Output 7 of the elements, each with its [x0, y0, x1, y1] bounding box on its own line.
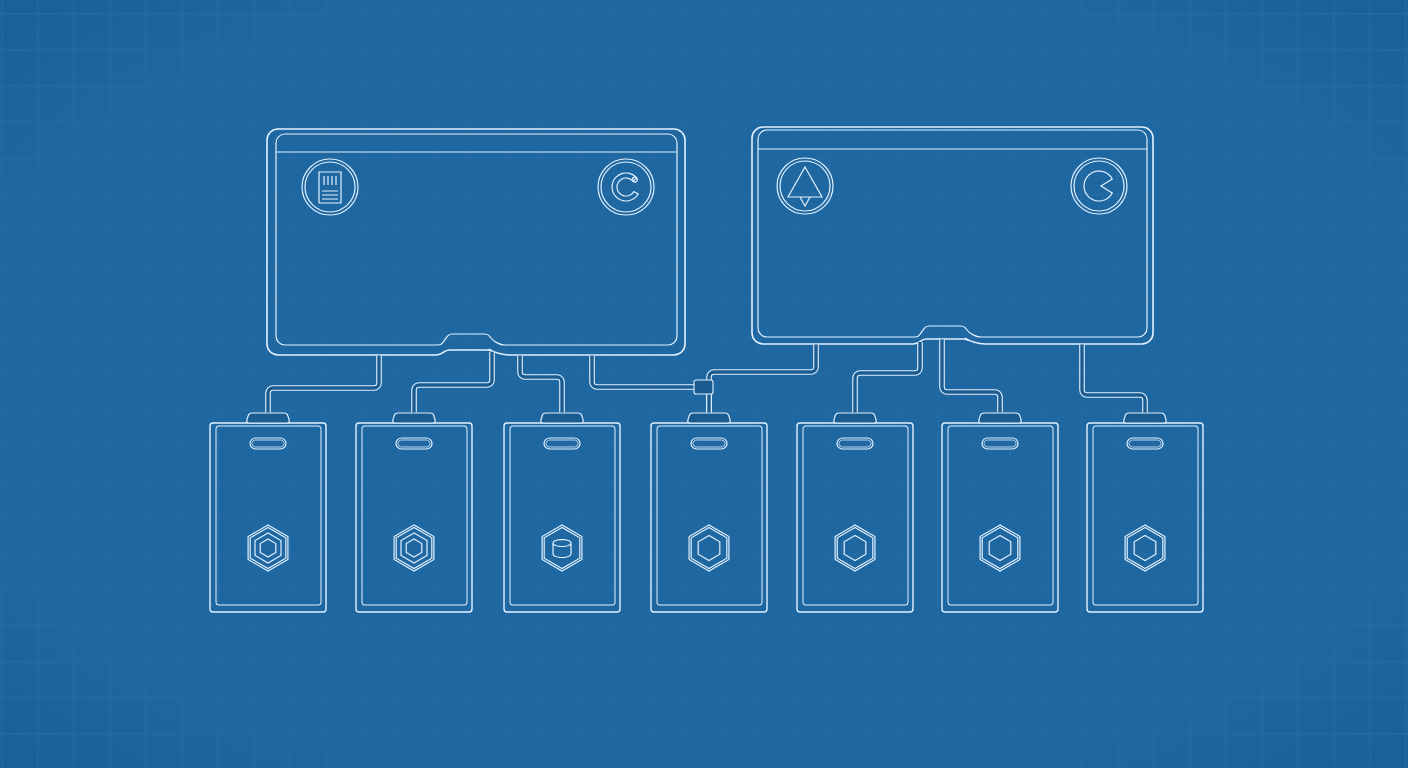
connector [852, 341, 923, 413]
connector [517, 355, 565, 413]
connector [706, 344, 819, 413]
connector [411, 351, 495, 413]
connector [265, 355, 382, 413]
connector [939, 339, 1003, 413]
connector [1079, 344, 1148, 413]
